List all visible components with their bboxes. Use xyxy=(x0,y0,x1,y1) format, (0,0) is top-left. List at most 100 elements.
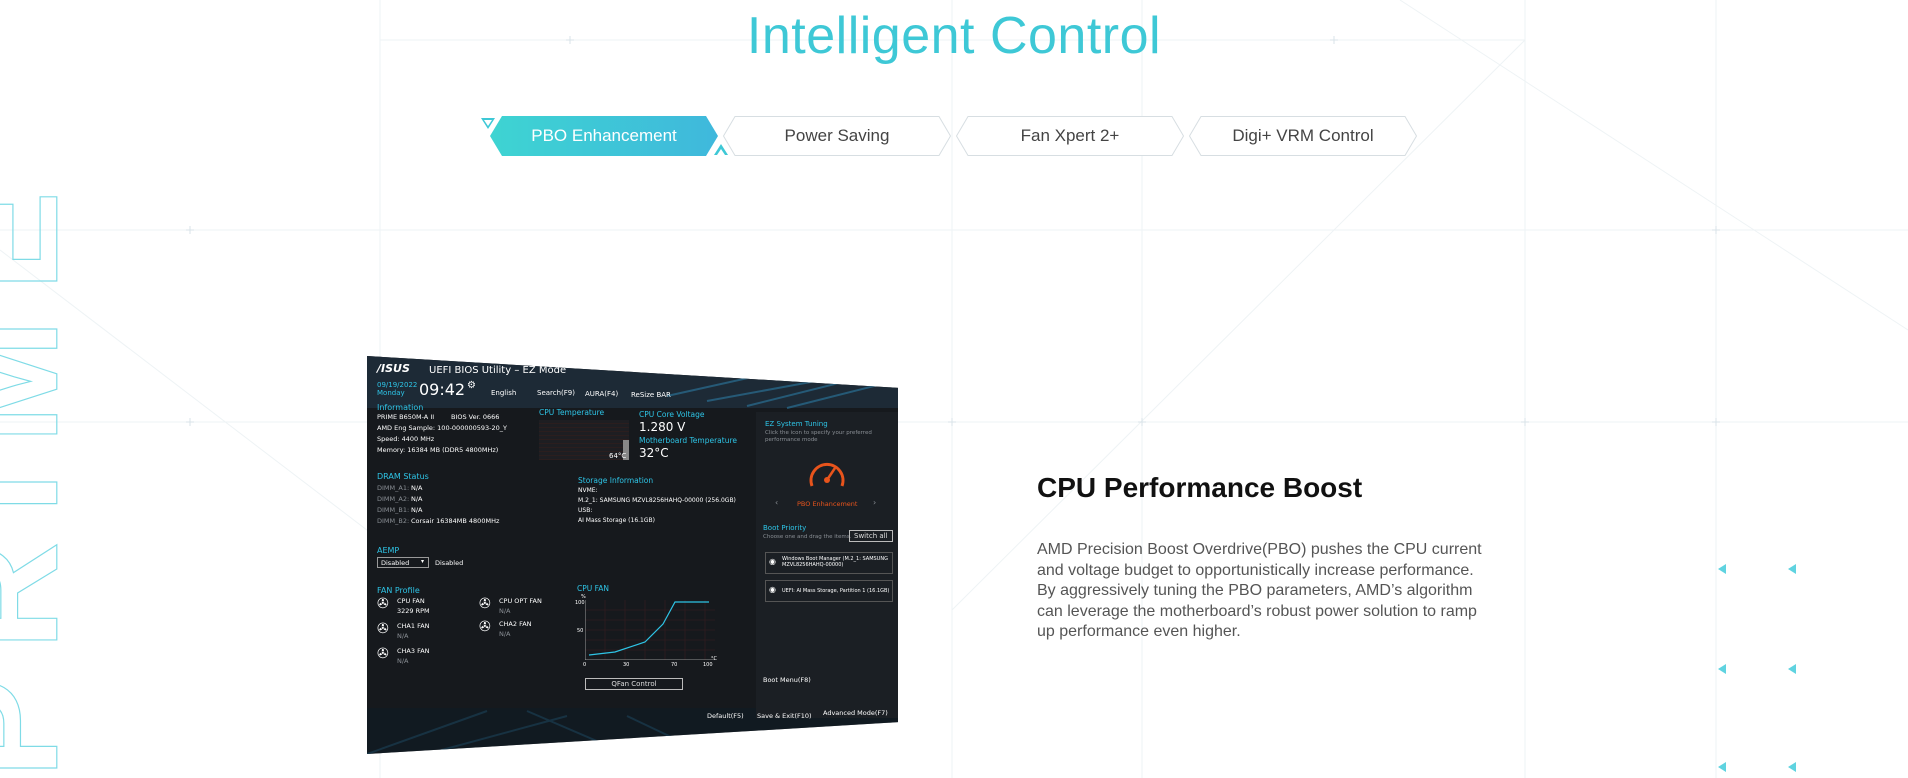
ez-tuning-desc: Click the icon to specify your preferred xyxy=(765,430,872,436)
language-option[interactable]: English xyxy=(491,389,517,397)
decor-arrow-icon xyxy=(1718,762,1726,772)
bios-date: 09/19/2022 xyxy=(377,381,418,389)
switch-all-button[interactable]: Switch all xyxy=(849,530,893,542)
aura-option[interactable]: AURA(F4) xyxy=(585,390,619,398)
bios-title: UEFI BIOS Utility – EZ Mode xyxy=(429,365,567,376)
cpu-fan-curve-chart[interactable] xyxy=(585,600,715,660)
storage-heading: Storage Information xyxy=(578,476,654,485)
fan-chart-x-tick: 100 xyxy=(703,662,713,668)
info-heading: Information xyxy=(377,403,424,412)
section-title: Intelligent Control xyxy=(746,7,1162,65)
storage-nvme-value: M.2_1: SAMSUNG MZVL8256HAHQ-00000 (256.0… xyxy=(578,497,736,504)
gear-icon: ⚙ xyxy=(467,380,476,391)
tab-shape xyxy=(1189,116,1417,156)
cpu-opt-fan-value: N/A xyxy=(499,607,511,615)
boot-priority-heading: Boot Priority xyxy=(763,524,807,532)
dimm-b2-value: Corsair 16384MB 4800MHz xyxy=(411,517,500,525)
svg-text:PRIME: PRIME xyxy=(0,163,89,778)
cha3-fan-value: N/A xyxy=(397,657,409,665)
chevron-down-icon: ▾ xyxy=(421,558,425,565)
tab-label: PBO Enhancement xyxy=(531,126,677,145)
fan-chart-y-unit: % xyxy=(581,594,586,600)
fan-profile-heading: FAN Profile xyxy=(377,586,420,595)
info-speed: Speed: 4400 MHz xyxy=(377,435,435,443)
decor-arrow-icon xyxy=(1788,564,1796,574)
fan-chart-y-tick: 50 xyxy=(577,628,584,634)
tab-power-saving[interactable]: Power Saving xyxy=(723,116,951,156)
tab-corner-marker-top-inner xyxy=(484,120,492,126)
cpu-voltage-value: 1.280 V xyxy=(639,420,686,434)
qfan-control-button[interactable]: QFan Control xyxy=(585,678,683,690)
info-bios-ver: BIOS Ver. 0666 xyxy=(451,413,500,421)
fan-icon: ✇ xyxy=(377,596,389,612)
search-option[interactable]: Search(F9) xyxy=(537,389,575,397)
ez-tuning-desc-2: performance mode xyxy=(765,437,818,443)
cha3-fan-label: CHA3 FAN xyxy=(397,647,430,655)
next-mode-arrow[interactable]: › xyxy=(873,498,877,507)
aemp-select-value: Disabled xyxy=(381,559,410,567)
feature-tabs: PBO Enhancement Power Saving Fan Xpert 2… xyxy=(0,116,1908,158)
bios-screenshot: /ISUS UEFI BIOS Utility – EZ Mode 09/19/… xyxy=(367,356,898,754)
cpu-fan-label: CPU FAN xyxy=(397,597,425,605)
disk-icon: ◉ xyxy=(769,585,776,594)
storage-usb-label: USB: xyxy=(578,507,593,514)
aemp-select[interactable]: Disabled ▾ xyxy=(377,557,429,568)
fan-chart-y-tick: 100 xyxy=(575,600,585,606)
dimm-b1-value: N/A xyxy=(411,506,423,514)
tab-shape xyxy=(723,116,951,156)
mb-temp-value: 32°C xyxy=(639,446,669,460)
boot-menu-option[interactable]: Boot Menu(F8) xyxy=(763,676,811,684)
dimm-b2-label: DIMM_B2: xyxy=(377,517,410,525)
cha1-fan-value: N/A xyxy=(397,632,409,640)
cpu-opt-fan-label: CPU OPT FAN xyxy=(499,597,542,605)
fan-chart-x-tick: 0 xyxy=(583,662,587,668)
decor-arrow-icon xyxy=(1788,664,1796,674)
cpu-fan-value: 3229 RPM xyxy=(397,607,430,615)
fan-icon: ✇ xyxy=(377,621,389,637)
tab-label: Power Saving xyxy=(784,126,890,145)
info-memory: Memory: 16384 MB (DDR5 4800MHz) xyxy=(377,446,499,454)
dimm-b1-label: DIMM_B1: xyxy=(377,506,410,514)
decor-arrow-icon xyxy=(1788,762,1796,772)
tab-label: Fan Xpert 2+ xyxy=(1020,126,1120,145)
tab-fan-xpert[interactable]: Fan Xpert 2+ xyxy=(956,116,1184,156)
disk-icon: ◉ xyxy=(769,557,776,566)
cpu-temp-label: CPU Temperature xyxy=(539,408,605,417)
fan-icon: ✇ xyxy=(377,646,389,662)
tab-pbo-enhancement[interactable]: PBO Enhancement xyxy=(490,116,718,156)
default-option[interactable]: Default(F5) xyxy=(707,712,744,720)
boot-priority-desc: Choose one and drag the items. xyxy=(763,534,852,540)
cha1-fan-label: CHA1 FAN xyxy=(397,622,430,630)
bios-time: 09:42 xyxy=(419,380,466,399)
prev-mode-arrow[interactable]: ‹ xyxy=(775,498,779,507)
cha2-fan-label: CHA2 FAN xyxy=(499,620,532,628)
fan-icon: ✇ xyxy=(479,619,491,635)
advanced-mode-option[interactable]: Advanced Mode(F7) xyxy=(823,709,888,717)
save-exit-option[interactable]: Save & Exit(F10) xyxy=(757,712,812,720)
boot-item[interactable]: ◉ Windows Boot Manager (M.2_1: SAMSUNG M… xyxy=(765,552,893,574)
boot-item-label: UEFI: AI Mass Storage, Partition 1 (16.1… xyxy=(782,588,890,594)
storage-nvme-label: NVME: xyxy=(578,487,598,494)
dimm-a1-value: N/A xyxy=(411,484,423,492)
feature-description: AMD Precision Boost Overdrive(PBO) pushe… xyxy=(1037,541,1482,640)
cha2-fan-value: N/A xyxy=(499,630,511,638)
mb-temp-label: Motherboard Temperature xyxy=(639,436,738,445)
dimm-a2-label: DIMM_A2: xyxy=(377,495,410,503)
resize-bar-option[interactable]: ReSize BAR xyxy=(631,391,671,399)
dram-heading: DRAM Status xyxy=(377,472,429,481)
aemp-heading: AEMP xyxy=(377,546,400,555)
fan-chart-x-unit: °C xyxy=(711,656,717,662)
tab-digi-vrm-control[interactable]: Digi+ VRM Control xyxy=(1189,116,1417,156)
fan-chart-x-tick: 30 xyxy=(623,662,630,668)
cpu-temp-graph xyxy=(539,420,629,460)
dimm-a2-value: N/A xyxy=(411,495,423,503)
info-cpu: AMD Eng Sample: 100-000000593-20_Y xyxy=(377,424,507,432)
boot-item[interactable]: ◉ UEFI: AI Mass Storage, Partition 1 (16… xyxy=(765,580,893,602)
cpu-fan-chart-heading: CPU FAN xyxy=(577,584,609,593)
dimm-a1-label: DIMM_A1: xyxy=(377,484,410,492)
fan-chart-x-tick: 70 xyxy=(671,662,678,668)
ez-tuning-mode[interactable]: PBO Enhancement xyxy=(797,500,858,508)
tab-label: Digi+ VRM Control xyxy=(1232,126,1374,145)
decor-arrow-icon xyxy=(1718,564,1726,574)
